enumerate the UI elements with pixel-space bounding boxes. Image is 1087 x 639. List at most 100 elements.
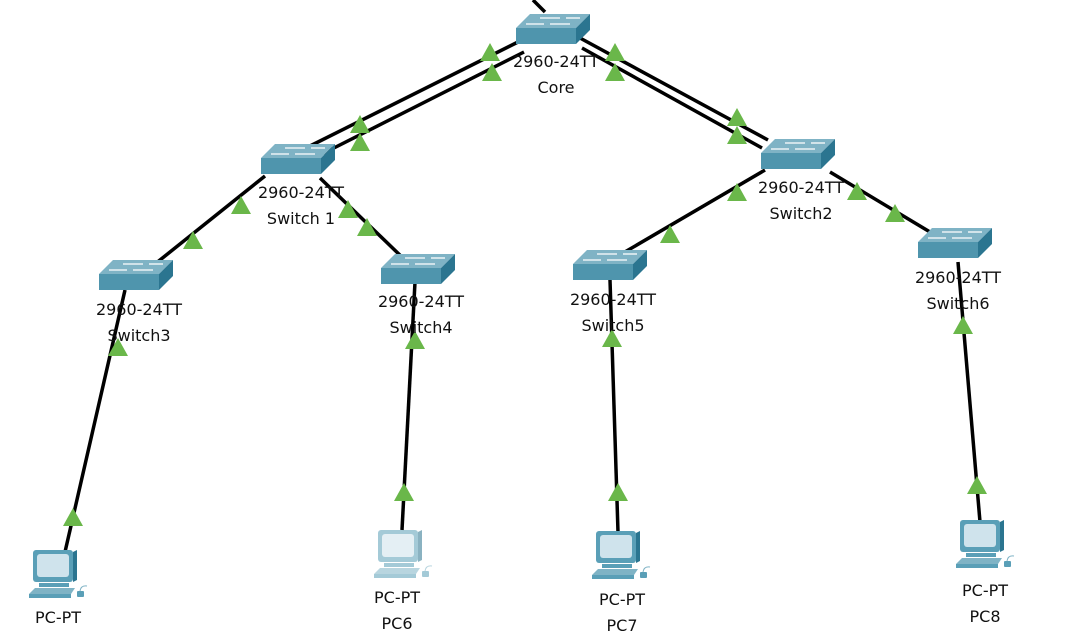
link-up-indicator-icon [847,182,867,200]
switch-side [821,139,835,169]
switch-front [261,158,321,174]
link-up-indicator-icon [108,338,128,356]
sw4-name-label: Switch4 [389,318,453,337]
link-up-indicator-icon [350,133,370,151]
link-sw1-sw3[interactable] [148,174,267,270]
switch-side [633,250,647,280]
pc-keyboard [374,568,420,574]
link-up-indicator-icon [885,204,905,222]
switch-front [381,268,441,284]
pc-mouse [77,591,84,597]
pc-mouse [1004,561,1011,567]
switch-arrows-icon [771,142,825,150]
link-up-indicator-icon [602,329,622,347]
link-sw2-sw6[interactable] [829,170,931,234]
switch-arrows-icon [391,257,445,265]
sw5-name-label: Switch5 [581,316,645,335]
sw2-model-label: 2960-24TT [757,178,845,197]
link-core-sw2-2[interactable] [581,46,763,150]
link-up-indicator-icon [482,63,502,81]
sw6-name-label: Switch6 [926,294,990,313]
pc-pc6[interactable] [374,530,433,578]
pc6-model-label: PC-PT [373,588,421,607]
switch-sw4[interactable] [381,254,455,284]
link-core-upstream[interactable] [531,0,547,14]
pc7-model-label: PC-PT [598,590,646,609]
sw1-name-label: Switch 1 [266,209,336,228]
pc-mouse-cable [1006,555,1015,562]
link-sw3-pc0[interactable] [63,289,127,553]
link-up-indicator-icon [231,196,251,214]
switch-sw2[interactable] [761,139,835,169]
pc-screen [600,535,632,558]
switch-arrows-icon [583,253,637,261]
sw4-model-label: 2960-24TT [377,292,465,311]
pc8-name-label: PC8 [969,607,1001,626]
devices-layer [29,14,1015,598]
link-up-indicator-icon [480,43,500,61]
switch-side [441,254,455,284]
sw5-model-label: 2960-24TT [569,290,657,309]
link-up-indicator-icon [967,476,987,494]
switch-core[interactable] [516,14,590,44]
switch-arrows-icon [271,147,325,155]
pc8-model-label: PC-PT [961,581,1009,600]
pc-mouse [422,571,429,577]
pc-keyboard-front [29,594,71,598]
switch-front [516,28,576,44]
link-sw2-sw5[interactable] [617,168,766,258]
pc-keyboard [956,558,1002,564]
link-up-indicator-icon [727,183,747,201]
link-up-indicator-icon [338,200,358,218]
pc-base [384,563,414,567]
sw2-name-label: Switch2 [769,204,833,223]
link-up-indicator-icon [727,108,747,126]
pc-monitor-side [73,550,77,582]
pc0-model-label: PC-PT [34,608,82,627]
pc-keyboard-front [374,574,416,578]
switch-front [99,274,159,290]
switch-arrows-icon [109,263,163,271]
switch-side [978,228,992,258]
pc-monitor-side [1000,520,1004,552]
switch-front [918,242,978,258]
switch-sw6[interactable] [918,228,992,258]
sw3-name-label: Switch3 [107,326,171,345]
switch-side [159,260,173,290]
switch-arrows-icon [928,231,982,239]
link-status-layer [63,43,987,526]
pc-screen [964,524,996,547]
pc-pc8[interactable] [956,520,1015,568]
pc-mouse-cable [424,565,433,572]
link-sw1-sw4[interactable] [318,176,407,262]
switch-sw3[interactable] [99,260,173,290]
switch-side [321,144,335,174]
link-up-indicator-icon [953,316,973,334]
link-up-indicator-icon [605,43,625,61]
link-up-indicator-icon [605,63,625,81]
pc-pc0[interactable] [29,550,88,598]
switch-sw1[interactable] [261,144,335,174]
link-up-indicator-icon [608,483,628,501]
links-layer [63,0,982,553]
sw6-model-label: 2960-24TT [914,268,1002,287]
pc-mouse-cable [79,585,88,592]
pc7-name-label: PC7 [606,616,638,635]
pc-base [966,553,996,557]
pc-screen [382,534,414,557]
sw1-model-label: 2960-24TT [257,183,345,202]
pc-mouse-cable [642,566,651,573]
link-up-indicator-icon [63,508,83,526]
link-up-indicator-icon [350,115,370,133]
pc-keyboard-front [956,564,998,568]
link-up-indicator-icon [357,218,377,236]
pc-screen [37,554,69,577]
link-up-indicator-icon [660,225,680,243]
switch-arrows-icon [526,17,580,25]
switch-sw5[interactable] [573,250,647,280]
link-up-indicator-icon [394,483,414,501]
pc-pc7[interactable] [592,531,651,579]
pc-base [39,583,69,587]
pc-mouse [640,572,647,578]
